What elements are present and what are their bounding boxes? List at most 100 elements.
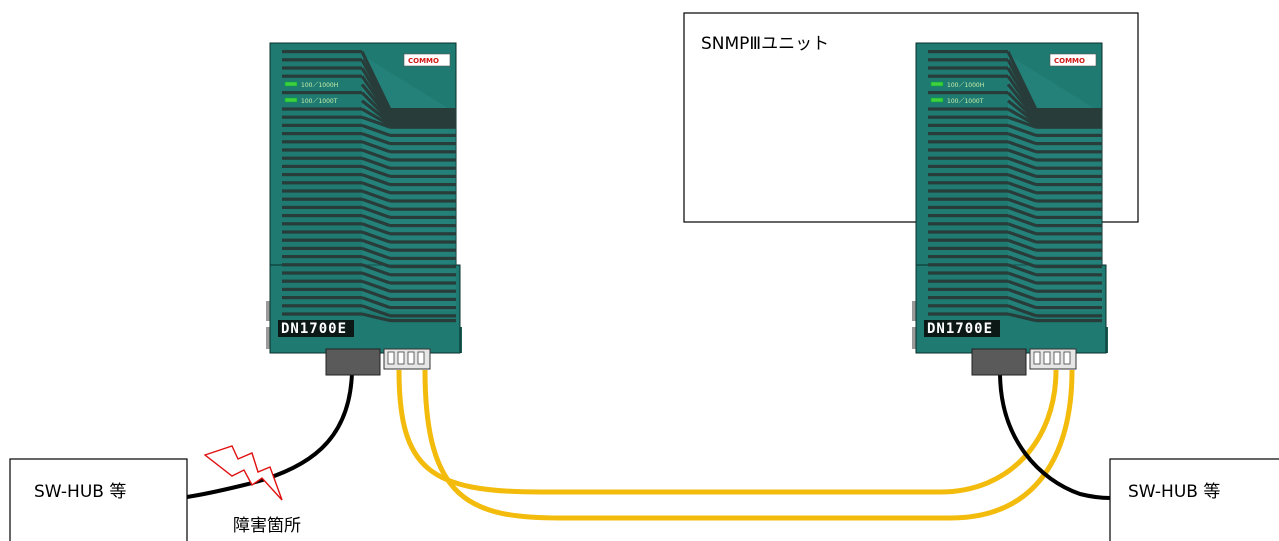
vent-slot bbox=[361, 132, 391, 146]
vent-slot bbox=[361, 246, 391, 260]
vent-slot bbox=[390, 256, 456, 260]
vent-slot bbox=[928, 173, 1008, 177]
vent-slot bbox=[1036, 256, 1102, 260]
vent-slot bbox=[390, 123, 456, 127]
sw-hub-right: SW-HUB 等 bbox=[1109, 458, 1279, 541]
status-led bbox=[284, 81, 298, 87]
vent-slot bbox=[1007, 312, 1037, 323]
vent-slot bbox=[282, 222, 362, 226]
vent-slot bbox=[928, 255, 1008, 259]
vent-slot bbox=[361, 156, 391, 170]
sw-hub-left: SW-HUB 等 bbox=[9, 458, 188, 541]
model-label: DN1700E bbox=[281, 321, 347, 337]
fiber-cables bbox=[396, 369, 1075, 521]
brand-logo-text: COMMO bbox=[408, 57, 439, 65]
vent-slot bbox=[928, 312, 1008, 316]
vent-slot bbox=[360, 91, 392, 122]
vent-slot bbox=[1006, 91, 1038, 122]
vent-slot bbox=[282, 140, 362, 144]
vent-slot bbox=[1036, 319, 1102, 323]
vent-slot bbox=[282, 287, 362, 291]
vent-slot bbox=[361, 115, 391, 129]
vent-slot bbox=[361, 164, 391, 178]
fiber-cable-inner bbox=[422, 369, 1075, 521]
vent-slot bbox=[390, 297, 456, 301]
vent-slot bbox=[1036, 108, 1102, 112]
vent-slot bbox=[928, 123, 1008, 127]
vent-slot bbox=[1006, 67, 1038, 115]
vent-slot bbox=[390, 108, 456, 112]
vent-slot bbox=[390, 224, 456, 228]
vent-slot bbox=[928, 140, 1008, 144]
vent-slot bbox=[1036, 289, 1102, 293]
vent-slot bbox=[390, 319, 456, 323]
vent-slot bbox=[928, 287, 1008, 291]
vent-slot bbox=[928, 238, 1008, 242]
vent-slot bbox=[361, 205, 391, 219]
fiber-port bbox=[1053, 351, 1061, 365]
vent-slot bbox=[1006, 83, 1038, 120]
vent-slot bbox=[390, 232, 456, 236]
vent-slot bbox=[928, 197, 1008, 201]
vent-slot bbox=[361, 214, 391, 228]
vent-slot bbox=[1036, 224, 1102, 228]
vent-slot bbox=[361, 287, 391, 301]
vent-slot bbox=[361, 271, 391, 285]
vent-slot bbox=[390, 133, 456, 137]
vent-slot bbox=[282, 238, 362, 242]
vent-slot bbox=[390, 306, 456, 310]
status-led bbox=[930, 81, 944, 87]
vent-slot bbox=[282, 271, 362, 275]
vent-slot bbox=[1007, 287, 1037, 301]
vent-slot bbox=[282, 304, 362, 308]
model-label: DN1700E bbox=[927, 321, 993, 337]
vent-slot bbox=[390, 116, 456, 120]
vent-slot bbox=[928, 91, 1008, 95]
vent-slot bbox=[361, 279, 391, 293]
vent-slot bbox=[1036, 119, 1102, 123]
fault-point-label: 障害箇所 bbox=[233, 516, 301, 536]
vent-slot bbox=[390, 199, 456, 203]
fiber-port bbox=[397, 351, 405, 365]
vent-slot bbox=[1036, 174, 1102, 178]
vent-slot bbox=[928, 304, 1008, 308]
vent-slot bbox=[361, 296, 391, 310]
vent-slot bbox=[928, 115, 1008, 119]
vent-slot bbox=[390, 281, 456, 285]
vent-slot bbox=[1007, 189, 1037, 203]
vent-slot bbox=[390, 273, 456, 277]
vent-slot bbox=[1007, 255, 1037, 269]
vent-slot bbox=[390, 183, 456, 187]
vent-slot bbox=[390, 158, 456, 162]
vent-slot bbox=[1007, 197, 1037, 211]
vent-slot bbox=[390, 112, 456, 116]
vent-slot bbox=[928, 279, 1008, 283]
vent-slot bbox=[1036, 215, 1102, 219]
vent-slot bbox=[282, 107, 362, 111]
vent-slot bbox=[361, 222, 391, 236]
copper-port bbox=[971, 348, 1027, 376]
vent-slot bbox=[282, 58, 362, 62]
vent-slot bbox=[282, 312, 362, 316]
vent-slot bbox=[390, 314, 456, 318]
vent-slot bbox=[1036, 314, 1102, 318]
vent-slot bbox=[361, 148, 391, 162]
brand-logo bbox=[1049, 53, 1097, 67]
copper-cable-right bbox=[998, 371, 1111, 500]
vent-slot bbox=[928, 214, 1008, 218]
sw-hub-left-label: SW-HUB 等 bbox=[34, 482, 126, 502]
vent-slot bbox=[282, 205, 362, 209]
vent-slot bbox=[1007, 156, 1037, 170]
vent-slot bbox=[282, 123, 362, 127]
fiber-port bbox=[1043, 351, 1051, 365]
vent-slot bbox=[361, 255, 391, 269]
vent-slot bbox=[282, 255, 362, 259]
vent-slot bbox=[928, 296, 1008, 300]
vent-slot bbox=[928, 205, 1008, 209]
vent-slot bbox=[928, 107, 1008, 111]
sw-hub-right-label: SW-HUB 等 bbox=[1128, 482, 1220, 502]
port-label: 100／1000H bbox=[301, 82, 338, 89]
port-label: 100／1000T bbox=[301, 98, 338, 105]
